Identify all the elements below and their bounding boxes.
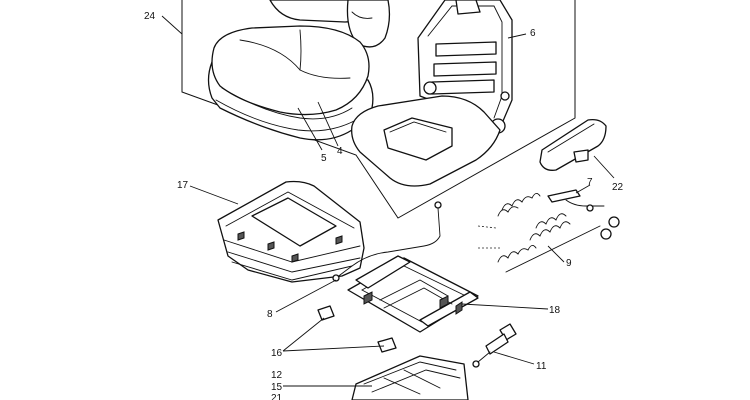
label-part-18: 18 [549, 305, 561, 316]
seat-frame [351, 0, 513, 187]
label-part-11: 11 [536, 361, 547, 372]
label-part-24: 24 [144, 11, 156, 22]
label-part-7: 7 [587, 177, 593, 188]
label-part-16: 16 [271, 348, 283, 359]
label-part-5: 5 [321, 153, 327, 164]
label-part-8: 8 [267, 309, 273, 320]
label-part-21: 21 [271, 393, 283, 400]
label-part-6: 6 [530, 28, 536, 39]
label-part-17: 17 [177, 180, 189, 191]
pads [317, 305, 397, 353]
label-part-12: 12 [271, 370, 283, 381]
springs-hardware [477, 189, 620, 273]
back-cushion [269, 0, 391, 48]
label-part-22: 22 [612, 182, 624, 193]
seat-pan [217, 180, 365, 283]
slide-rails [347, 255, 479, 333]
suspension-base [351, 355, 469, 400]
label-part-9: 9 [566, 258, 572, 269]
gas-spring [472, 323, 517, 368]
armrest [539, 118, 607, 171]
cable [332, 201, 442, 282]
label-part-15: 15 [271, 382, 283, 393]
assembly-frame [181, 0, 576, 219]
leader-lines [161, 15, 615, 387]
label-part-4: 4 [337, 146, 343, 157]
seat-cushion [207, 25, 374, 141]
